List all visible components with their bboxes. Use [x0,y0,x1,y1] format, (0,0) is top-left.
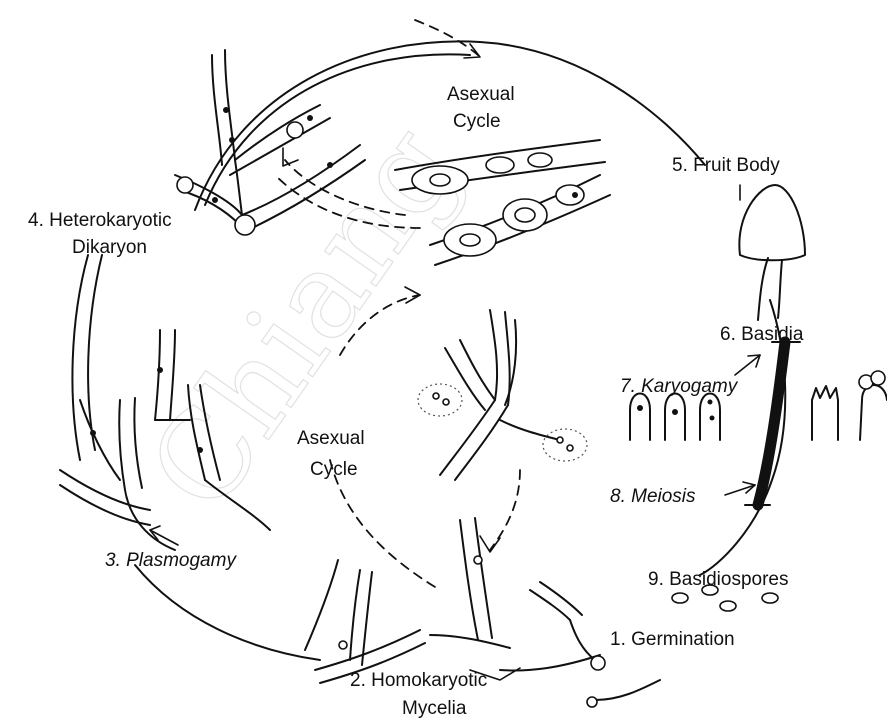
asexual-top-label-line2: Cycle [453,111,501,132]
clamp-connection-3 [177,177,193,193]
conidium-3 [528,153,552,167]
basidium-1-nucleus [637,405,643,411]
plasmogamy-nucleus-2 [90,430,96,436]
basidium-5 [860,385,887,440]
basidiospore-1 [672,593,688,603]
mycelia-hypha-2 [305,560,338,650]
nucleus-5 [212,197,218,203]
center-hypha-1 [490,310,497,400]
homokaryotic-label-line2: Mycelia [402,698,467,719]
conidium-right-a [557,437,563,443]
germ-tube-lower [595,680,660,700]
fruit-body-label: 5. Fruit Body [672,155,780,176]
mycelia-hypha-4b [475,518,492,638]
germ-tube-b [540,582,582,615]
mycelia-hypha-3 [315,630,420,670]
clamp-connection-2 [287,122,303,138]
clamp-connection-1 [235,215,255,235]
nucleus-2 [229,137,235,143]
basidium-2-nucleus [672,409,678,415]
basidia-development [630,342,887,505]
center-hypha-branch [500,420,560,440]
mushroom-cap [739,185,805,260]
nucleus-3 [307,115,313,121]
ring-left-arc-inner [88,255,102,450]
basidium-3-nucleus-b [710,416,715,421]
hypha-1b [212,55,222,165]
nucleus-1 [223,107,229,113]
basidiospores-label: 9. Basidiospores [648,569,788,590]
mycelia-hypha-5 [430,635,510,648]
homokaryotic-mycelia [305,518,510,683]
mycelia-hypha-1 [350,570,360,660]
basidia-label: 6. Basidia [720,324,804,345]
heterokaryotic-label-line1: 4. Heterokaryotic [28,210,172,231]
center-dashed-arrow-right [490,470,520,550]
asexual-top-arrowhead-2 [283,148,298,166]
germination-label: 1. Germination [610,629,735,650]
hypha-1 [225,50,242,215]
plasmogamy-hypha-5 [60,470,150,510]
mycelia-cell-1 [339,641,347,649]
ring-bottom-left-arc [135,565,320,660]
plasmogamy-label: 3. Plasmogamy [105,550,237,571]
conidia-cluster-right [543,429,587,461]
asexual-mid-label-line1: Asexual [297,428,365,449]
ring-bottom-right-arc [500,655,600,670]
basidium-2 [665,394,685,441]
basidiospore-3 [720,601,736,611]
asexual-top-label-line1: Asexual [447,84,515,105]
basidiospore-on-basidium-2 [871,371,885,385]
plasmogamy-nucleus-1 [157,367,163,373]
conidium-1-inner [430,174,450,186]
center-hypha-2 [460,340,495,400]
asexual-mid-label-line2: Cycle [310,459,358,480]
conidium-nucleus [572,192,578,198]
conidium-6 [556,185,584,205]
center-hypha-stem-b [455,405,508,480]
fruit-body [739,185,805,320]
germ-tube [530,590,595,660]
plasmogamy-nucleus-3 [197,447,203,453]
germinating-spore [591,656,605,670]
center-hypha-2b [445,348,485,410]
homokaryotic-label-line1: 2. Homokaryotic [350,670,487,691]
plasmogamy-hypha-4 [80,400,120,480]
ring-left-arc [72,255,88,460]
mushroom-stipe-right [778,260,782,318]
germinating-spore-lower [587,697,597,707]
basidium-1 [630,394,650,441]
conidium-5-inner [515,208,535,222]
conidium-right-b [567,445,573,451]
basidium-3-nucleus-a [708,400,713,405]
hypha-2 [235,105,320,160]
conidium-4-inner [460,234,480,246]
conidium-left-a [433,393,439,399]
mushroom-stipe-left [758,258,768,320]
conidia-cluster-left [418,384,462,416]
conidium-2 [486,157,514,173]
basidiospore-4 [762,593,778,603]
mycelia-cell-2 [474,556,482,564]
nucleus-4 [327,162,333,168]
meiosis-label: 8. Meiosis [610,486,696,507]
karyogamy-label: 7. Karyogamy [620,376,739,397]
heterokaryotic-label-line2: Dikaryon [72,237,147,258]
mycelia-hypha-4 [460,520,478,640]
conidium-left-b [443,399,449,405]
basidium-4 [812,386,838,440]
asexual-top-dashed-arrow-1 [415,20,478,55]
